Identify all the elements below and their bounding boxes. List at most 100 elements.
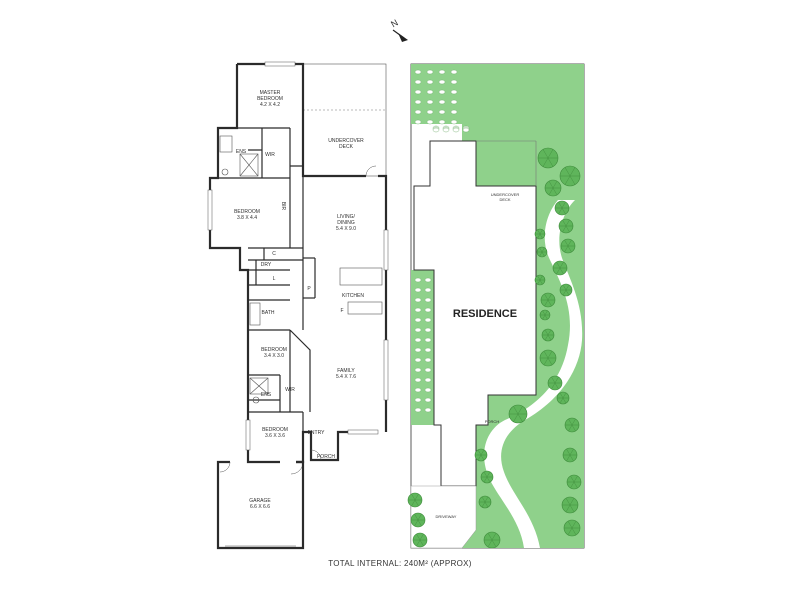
- stepping-stones: [414, 69, 470, 413]
- shrub-icon: [462, 127, 470, 133]
- shrub-icon: [414, 317, 422, 323]
- tree-icon: [480, 470, 494, 484]
- shrub-icon: [450, 69, 458, 75]
- shrub-icon: [424, 297, 432, 303]
- tree-icon: [410, 512, 426, 528]
- shrub-icon: [414, 69, 422, 75]
- shrub-icon: [424, 357, 432, 363]
- kitchen-bench: [347, 301, 383, 315]
- shrub-icon: [450, 79, 458, 85]
- tree-icon: [412, 532, 428, 548]
- shrub-icon: [442, 127, 450, 133]
- label-bath: BATH: [262, 310, 275, 316]
- label-site-deck-1: UNDERCOVER: [491, 192, 520, 197]
- shrub-icon: [450, 119, 458, 125]
- kitchen-island: [339, 267, 383, 286]
- shrub-icon: [414, 397, 422, 403]
- exterior-walls: [208, 62, 388, 464]
- tree-icon: [552, 260, 568, 276]
- label-master-bedroom-dim: 4.2 X 4.2: [260, 102, 280, 108]
- shrub-icon: [414, 277, 422, 283]
- label-family: FAMILY: [337, 368, 355, 374]
- tree-icon: [544, 179, 562, 197]
- shrub-icon: [424, 307, 432, 313]
- label-bedroom-3-dim: 3.4 X 3.0: [264, 353, 284, 359]
- label-ens-2: ENS: [261, 392, 272, 398]
- shrub-icon: [424, 327, 432, 333]
- shrub-icon: [414, 297, 422, 303]
- tree-icon: [559, 283, 573, 297]
- label-bedroom-2: BEDROOM: [234, 209, 260, 215]
- label-driveway: DRIVEWAY: [436, 514, 457, 519]
- label-living-dim: 5.4 X 9.0: [336, 226, 356, 232]
- shrub-icon: [424, 277, 432, 283]
- shrub-icon: [424, 367, 432, 373]
- shrub-icon: [438, 109, 446, 115]
- shrub-icon: [414, 89, 422, 95]
- tree-icon: [547, 375, 563, 391]
- tree-icon: [540, 292, 556, 308]
- shrub-icon: [438, 99, 446, 105]
- shrub-icon: [414, 79, 422, 85]
- shrub-icon: [414, 109, 422, 115]
- label-p: P: [307, 286, 311, 292]
- label-kitchen: KITCHEN: [342, 293, 364, 299]
- tree-icon: [537, 147, 559, 169]
- label-undercover-deck-2: DECK: [339, 144, 354, 150]
- tree-icon: [539, 309, 551, 321]
- label-residence: RESIDENCE: [453, 308, 517, 320]
- shrub-icon: [424, 377, 432, 383]
- tree-icon: [558, 218, 574, 234]
- label-wir-1: WIR: [265, 152, 275, 158]
- tree-icon: [566, 474, 582, 490]
- shrub-icon: [424, 317, 432, 323]
- tree-icon: [561, 496, 579, 514]
- compass-label: N: [389, 17, 400, 29]
- label-bedroom-4: BEDROOM: [262, 427, 288, 433]
- lawn-strip: [411, 270, 434, 425]
- garage-walls: [216, 460, 305, 550]
- shrub-icon: [426, 79, 434, 85]
- tree-icon: [559, 165, 581, 187]
- lawn-top: [411, 64, 467, 124]
- label-wir-2: WIR: [285, 387, 295, 393]
- shrub-icon: [438, 89, 446, 95]
- shrub-icon: [414, 327, 422, 333]
- label-f: F: [340, 308, 343, 314]
- floor-plan-drawing: [207, 61, 389, 550]
- garden-path: [484, 200, 583, 548]
- total-internal-area: TOTAL INTERNAL: 240M² (APPROX): [328, 559, 472, 568]
- label-porch: PORCH: [317, 454, 335, 460]
- shrub-icon: [414, 357, 422, 363]
- shrub-icon: [426, 69, 434, 75]
- label-bedroom-3: BEDROOM: [261, 347, 287, 353]
- tree-icon: [564, 417, 580, 433]
- label-site-porch: PORCH: [485, 419, 500, 424]
- driveway-area: [410, 485, 477, 549]
- tree-icon: [563, 519, 581, 537]
- label-dry: DRY: [261, 262, 272, 268]
- label-bir: BIR: [280, 202, 286, 211]
- site-plan: [407, 63, 585, 549]
- tree-icon: [539, 349, 557, 367]
- shrub-icon: [414, 119, 422, 125]
- shrub-icon: [414, 377, 422, 383]
- label-family-dim: 5.4 X 7.6: [336, 374, 356, 380]
- tree-icon: [554, 200, 570, 216]
- tree-icon: [562, 447, 578, 463]
- shrub-icon: [414, 337, 422, 343]
- shrub-icon: [424, 397, 432, 403]
- shrub-icon: [424, 387, 432, 393]
- shrub-icon: [424, 347, 432, 353]
- shrub-icon: [450, 109, 458, 115]
- undercover-deck-area: [302, 63, 387, 177]
- shrub-icon: [414, 347, 422, 353]
- shrub-icon: [450, 99, 458, 105]
- label-living-2: DINING: [337, 220, 355, 226]
- tree-icon: [534, 228, 546, 240]
- label-garage-dim: 6.6 X 6.6: [250, 504, 270, 510]
- tree-icon: [483, 531, 501, 549]
- label-bedroom-2-dim: 3.8 X 4.4: [237, 215, 257, 221]
- label-c: C: [272, 251, 276, 257]
